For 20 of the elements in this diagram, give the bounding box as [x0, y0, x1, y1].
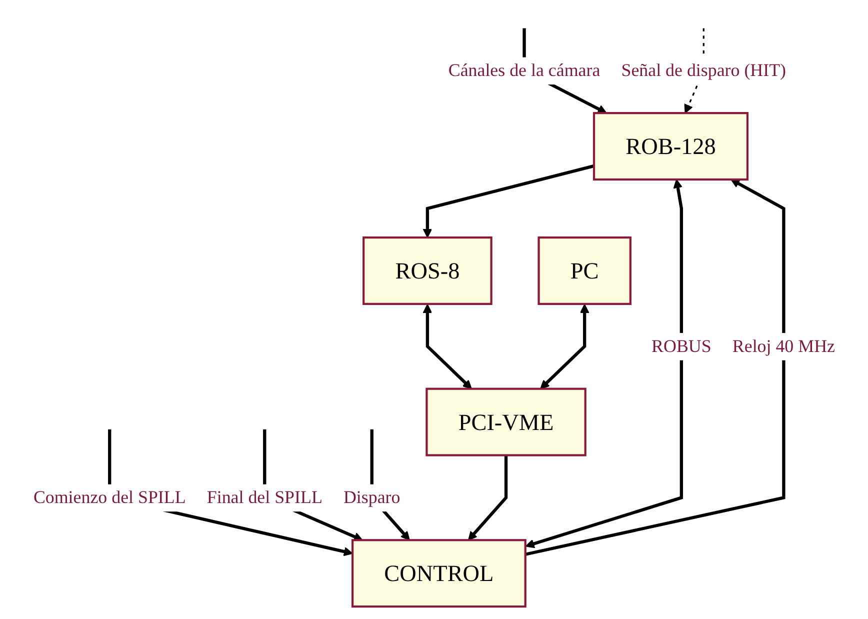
- edge-label: Cánales de la cámara: [448, 60, 600, 80]
- edge-label: Comienzo del SPILL: [33, 486, 186, 507]
- edge-label: ROBUS: [651, 336, 712, 356]
- arrow: [524, 178, 786, 556]
- block-diagram: Cánales de la cámara ROBUS Reloj 40 MHz Comienzo del SPILL Final del SPILL Disparo Señal de disparo (HIT) ROB-128 ROS-8 PC PCI-VME CONTROL: [24, 4, 844, 614]
- edge-label: Final del SPILL: [206, 486, 322, 507]
- node-box: [538, 236, 632, 304]
- node-box: [425, 387, 586, 456]
- node-box: [351, 538, 526, 608]
- edge-label: Reloj 40 MHz: [732, 336, 835, 356]
- edge-label: Señal de disparo (HIT): [621, 60, 786, 80]
- edge-label: Disparo: [343, 486, 400, 507]
- arrow: [108, 428, 353, 556]
- arrow: [422, 303, 472, 389]
- arrow: [525, 178, 683, 548]
- arrow: [540, 303, 589, 389]
- node-box: [592, 112, 748, 180]
- arrow: [468, 454, 508, 540]
- node-box: [362, 236, 492, 304]
- arrow: [422, 164, 594, 238]
